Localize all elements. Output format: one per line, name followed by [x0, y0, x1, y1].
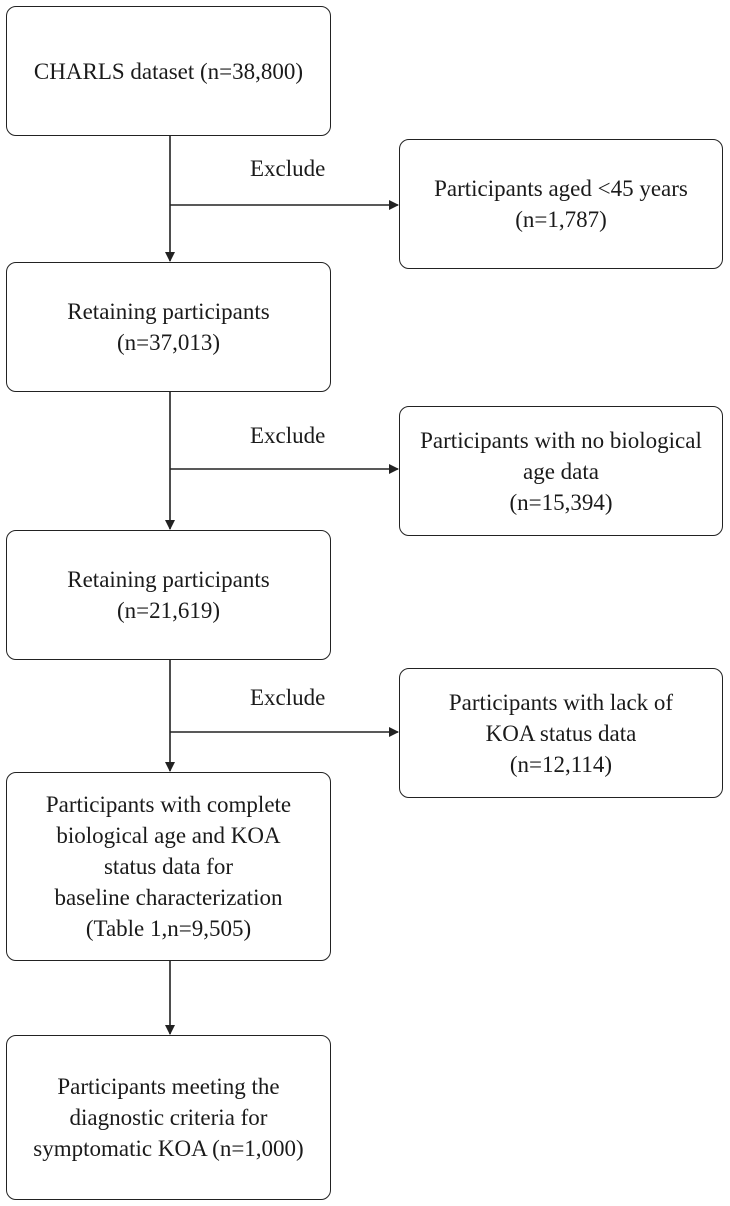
box-exclude-no-biological-age: Participants with no biological age data…: [399, 406, 723, 536]
exclude-label-1: Exclude: [250, 156, 326, 181]
box-text: CHARLS dataset (n=38,800): [33, 58, 304, 84]
exclude-label-3: Exclude: [250, 685, 326, 710]
box-complete-data: Participants with complete biological ag…: [6, 772, 331, 961]
box-retaining-participants-1: Retaining participants (n=37,013): [6, 262, 331, 392]
box-charls-dataset: CHARLS dataset (n=38,800): [6, 6, 331, 136]
box-text: Retaining participants (n=21,619): [67, 567, 270, 623]
box-text: Participants with no biological age data…: [420, 427, 702, 515]
exclude-label-2: Exclude: [250, 423, 326, 448]
box-text: Participants meeting the diagnostic crit…: [33, 1074, 304, 1161]
box-exclude-aged-under-45: Participants aged <45 years (n=1,787): [399, 139, 723, 269]
box-retaining-participants-2: Retaining participants (n=21,619): [6, 530, 331, 660]
box-text: Participants with complete biological ag…: [45, 792, 292, 941]
box-text: Retaining participants (n=37,013): [67, 299, 270, 355]
box-text: Participants with lack of KOA status dat…: [448, 689, 674, 777]
box-text: Participants aged <45 years (n=1,787): [434, 176, 688, 232]
box-symptomatic-koa: Participants meeting the diagnostic crit…: [6, 1035, 331, 1200]
box-exclude-no-koa-status: Participants with lack of KOA status dat…: [399, 668, 723, 798]
